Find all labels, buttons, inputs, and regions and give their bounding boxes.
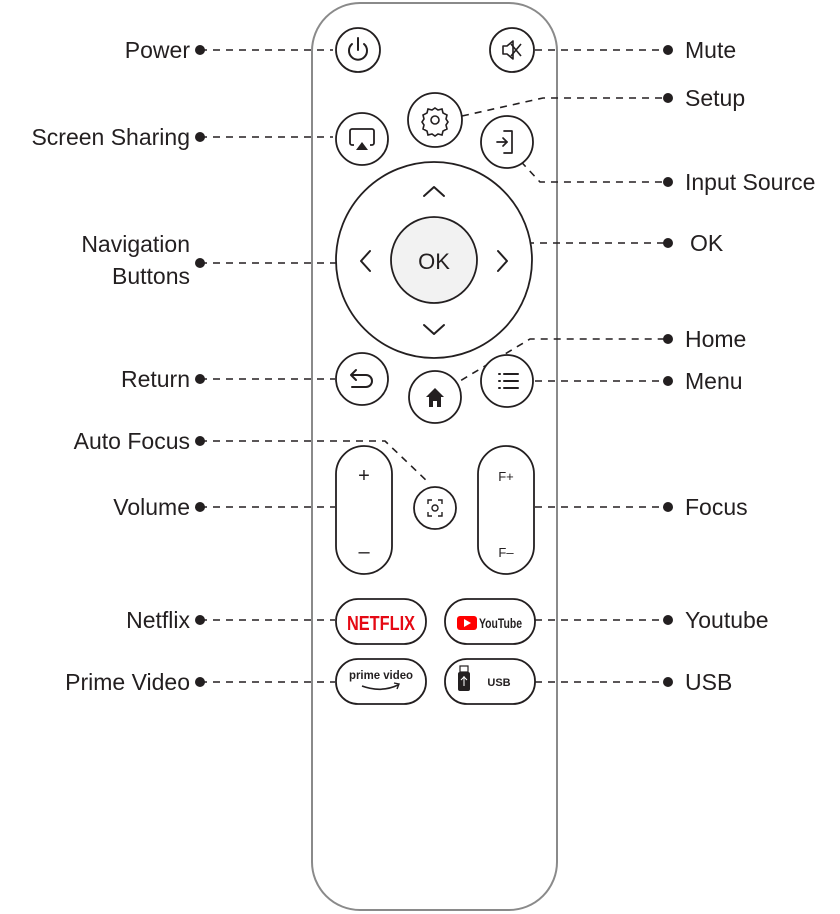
input-source-icon: [496, 130, 513, 154]
menu-icon: [498, 373, 519, 389]
label-focus: Focus: [685, 494, 748, 520]
label-menu: Menu: [685, 368, 743, 394]
label-navigation-line2: Buttons: [112, 263, 190, 289]
youtube-button[interactable]: YouTube: [444, 598, 536, 645]
label-auto-focus: Auto Focus: [73, 428, 190, 454]
home-icon: [426, 388, 444, 407]
label-prime-video: Prime Video: [65, 669, 190, 695]
prime-smile-icon: [361, 684, 399, 691]
label-power: Power: [124, 37, 190, 63]
return-button[interactable]: [335, 352, 389, 406]
ok-button[interactable]: OK: [390, 216, 478, 304]
leader-dots: [195, 45, 673, 687]
mute-icon: [502, 40, 522, 60]
volume-rocker[interactable]: + –: [335, 445, 393, 575]
mute-button[interactable]: [489, 27, 535, 73]
netflix-button[interactable]: NETFLIX: [335, 598, 427, 645]
prime-video-button[interactable]: prime video: [335, 658, 427, 705]
screen-cast-icon: [349, 128, 375, 150]
volume-up-label[interactable]: +: [358, 465, 370, 487]
settings-icon: [421, 107, 449, 137]
ok-button-label: OK: [418, 249, 450, 274]
label-return: Return: [120, 366, 190, 392]
focus-plus-label[interactable]: F+: [498, 469, 514, 484]
focus-rocker[interactable]: F+ F–: [477, 445, 535, 575]
label-navigation-line1: Navigation: [81, 231, 190, 257]
chevron-down-icon[interactable]: [423, 324, 445, 335]
home-button[interactable]: [408, 370, 462, 424]
input-source-button[interactable]: [480, 115, 534, 169]
prime-video-logo: prime video: [349, 668, 413, 682]
focus-minus-label[interactable]: F–: [498, 545, 514, 560]
label-mute: Mute: [685, 37, 737, 63]
leader-lines: [200, 49, 668, 683]
label-input-source: Input Source: [685, 169, 816, 195]
menu-button[interactable]: [480, 354, 534, 408]
chevron-up-icon[interactable]: [423, 186, 445, 197]
return-icon: [350, 369, 373, 388]
volume-down-label[interactable]: –: [358, 541, 370, 563]
auto-focus-button[interactable]: [413, 486, 457, 530]
chevron-right-icon[interactable]: [497, 250, 508, 272]
label-home: Home: [685, 326, 747, 352]
screen-sharing-button[interactable]: [335, 112, 389, 166]
label-usb: USB: [685, 669, 733, 695]
usb-drive-icon: [458, 665, 470, 691]
setup-button[interactable]: [407, 92, 463, 148]
netflix-logo: NETFLIX: [347, 613, 416, 635]
chevron-left-icon[interactable]: [360, 250, 371, 272]
label-volume: Volume: [113, 494, 190, 520]
youtube-logo-text: YouTube: [479, 615, 522, 631]
power-icon: [348, 37, 368, 61]
label-netflix: Netflix: [126, 607, 190, 633]
usb-button[interactable]: USB: [444, 658, 536, 705]
label-screen-sharing: Screen Sharing: [31, 124, 190, 150]
usb-button-label: USB: [487, 677, 510, 689]
power-button[interactable]: [335, 27, 381, 73]
label-ok: OK: [690, 230, 724, 256]
label-youtube: Youtube: [685, 607, 769, 633]
label-setup: Setup: [685, 85, 746, 111]
auto-focus-icon: [427, 499, 443, 517]
